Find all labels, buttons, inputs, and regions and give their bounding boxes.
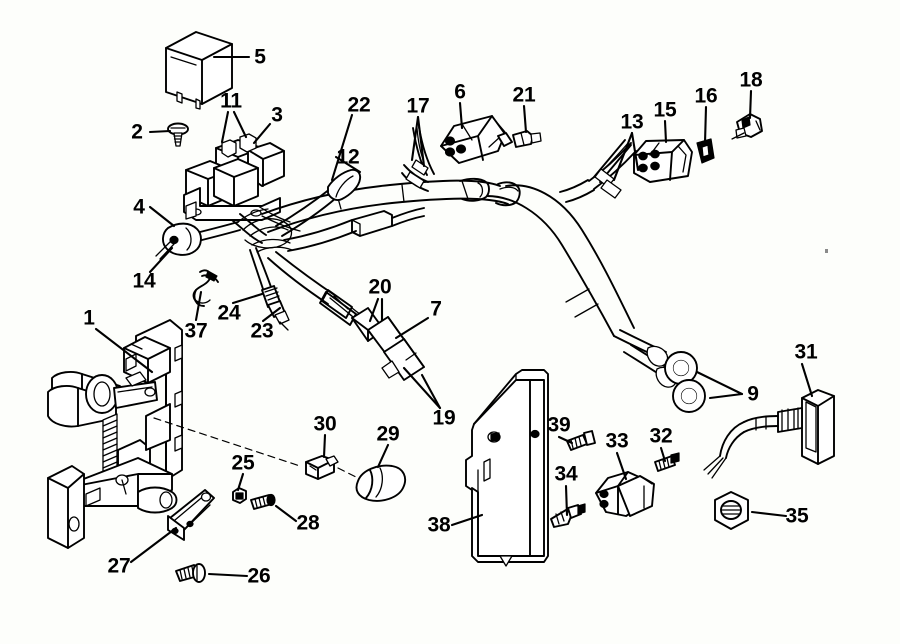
callout-label-29: 29: [376, 422, 400, 446]
part-relay-base-3: [183, 133, 285, 221]
part-terminal-clip-18: [731, 113, 763, 140]
part-retainer-spring-37: [192, 269, 219, 307]
part-hex-nut-35: [714, 491, 749, 530]
callout-label-23: 23: [250, 319, 274, 343]
callout-label-20: 20: [368, 275, 392, 299]
part-wedge-lock-16: [696, 138, 715, 164]
callout-label-31: 31: [794, 340, 818, 364]
callout-label-7: 7: [430, 297, 442, 321]
callout-label-28: 28: [296, 511, 320, 535]
callout-label-25: 25: [231, 451, 255, 475]
callout-label-22: 22: [347, 93, 371, 117]
part-bracket-assembly-1: [47, 319, 183, 549]
part-branch-leads-13: [559, 139, 637, 203]
callout-label-2: 2: [131, 120, 143, 144]
callout-label-17: 17: [406, 94, 430, 118]
part-bullet-terminal-21: [512, 130, 542, 148]
callout-label-1: 1: [83, 306, 95, 330]
callout-label-3: 3: [271, 103, 283, 127]
callout-label-32: 32: [649, 424, 673, 448]
assembly-dash-line-2: [337, 467, 359, 479]
assembly-dash-line-1: [153, 417, 301, 467]
callout-label-26: 26: [247, 564, 271, 588]
part-plug-receptacle-31: [703, 389, 835, 479]
callout-label-13: 13: [620, 110, 644, 134]
part-screw-26: [175, 563, 206, 583]
part-screw-28: [250, 493, 276, 510]
part-pin-terminal-32: [654, 452, 680, 472]
part-inline-connector-7: [321, 289, 425, 381]
part-connector-6: [440, 115, 513, 164]
part-screw-2: [167, 122, 189, 147]
part-lock-nut-25: [232, 487, 247, 504]
callout-label-15: 15: [653, 98, 677, 122]
callout-label-16: 16: [694, 84, 718, 108]
callout-label-12: 12: [336, 145, 360, 169]
callout-label-19: 19: [432, 406, 456, 430]
callout-label-34: 34: [554, 462, 578, 486]
callout-label-21: 21: [512, 83, 536, 107]
part-cover-panel-38: [465, 369, 549, 567]
callout-label-24: 24: [217, 301, 241, 325]
part-retaining-clip-30: [305, 455, 339, 480]
image-speck: [825, 249, 828, 253]
part-mounting-strap-27: [167, 489, 215, 541]
callout-label-37: 37: [184, 319, 208, 343]
callout-label-39: 39: [547, 413, 571, 437]
part-connector-15: [633, 139, 693, 183]
callout-label-11: 11: [220, 89, 242, 113]
part-relay-5: [165, 31, 233, 110]
callout-label-4: 4: [133, 195, 145, 219]
part-clip-cap-29: [355, 464, 407, 502]
callout-label-6: 6: [454, 80, 466, 104]
callout-label-18: 18: [739, 68, 763, 92]
callout-label-38: 38: [427, 513, 451, 537]
callout-label-5: 5: [254, 45, 266, 69]
leader-lines: [94, 55, 814, 578]
callout-label-30: 30: [313, 412, 337, 436]
callout-label-33: 33: [605, 429, 629, 453]
callout-label-9: 9: [747, 382, 759, 406]
part-connector-33: [595, 471, 655, 517]
callout-label-35: 35: [785, 504, 809, 528]
callout-label-14: 14: [132, 269, 156, 293]
part-bullet-pin-34: [550, 503, 586, 528]
callout-label-27: 27: [107, 554, 131, 578]
part-ring-terminals-9: [613, 329, 706, 413]
part-screw-39: [566, 430, 596, 451]
